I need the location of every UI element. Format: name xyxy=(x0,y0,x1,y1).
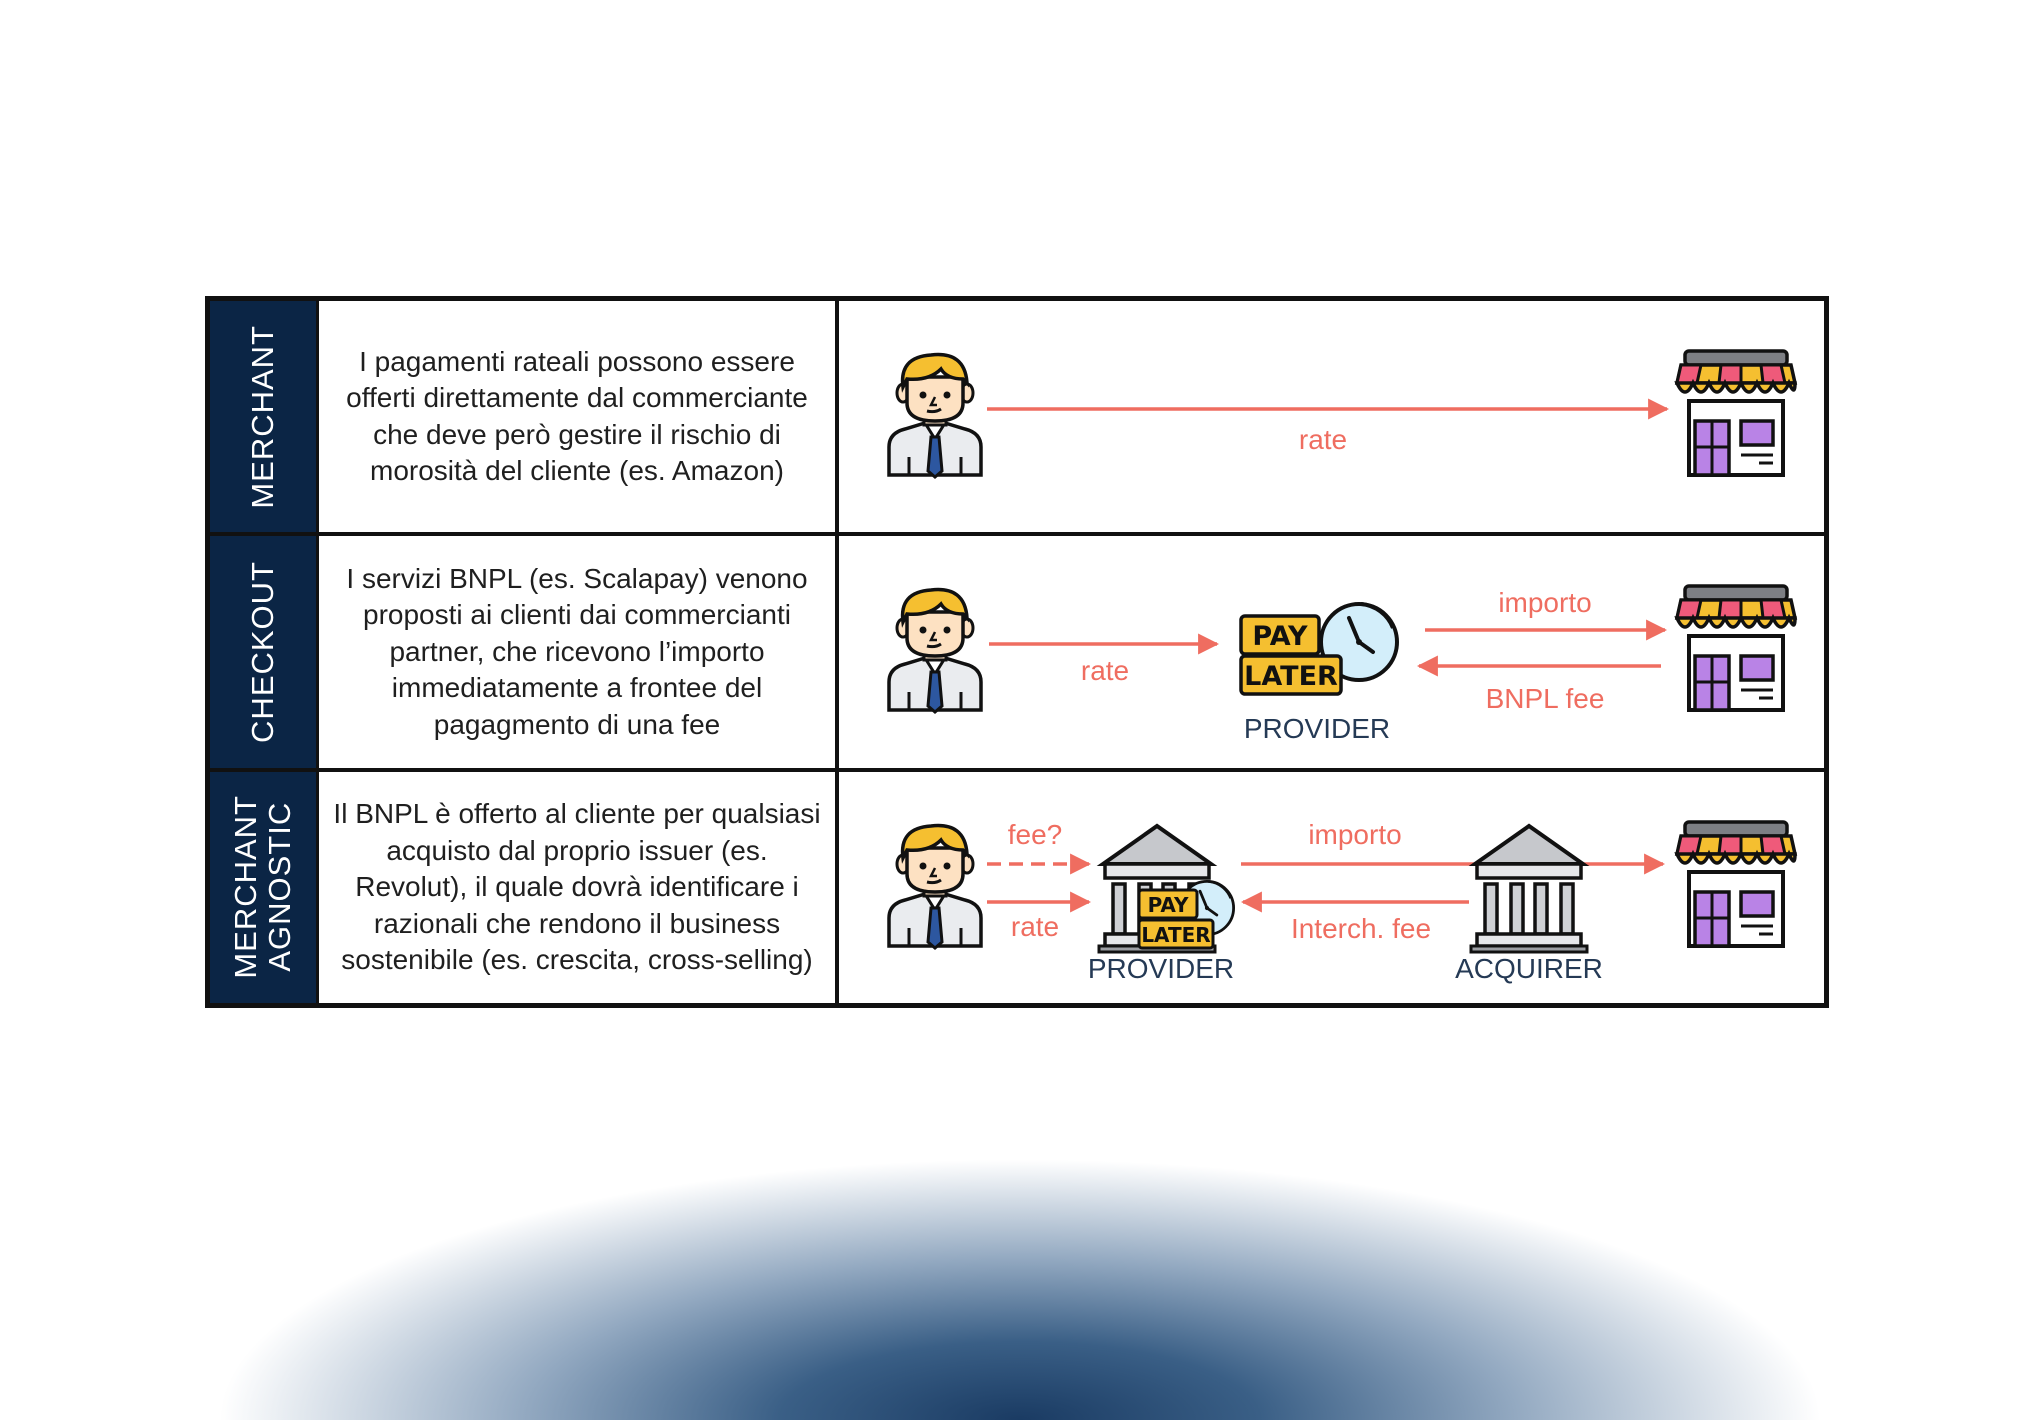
svg-text:LATER: LATER xyxy=(1141,923,1210,947)
paylater-icon: PAY LATER xyxy=(1239,602,1399,697)
row-label-merchant: MERCHANT xyxy=(210,301,316,533)
row-description-checkout: I servizi BNPL (es. Scalapay) venono pro… xyxy=(346,562,808,740)
background-glow xyxy=(220,1000,1820,1420)
col-divider xyxy=(835,301,839,533)
svg-text:PAY: PAY xyxy=(1148,893,1189,917)
diagram-merchant-agnostic: fee? rate PAY LATER PROVIDER importo Int… xyxy=(839,772,1824,1003)
flow-label: importo xyxy=(1498,587,1591,618)
diagram-merchant: rate xyxy=(839,301,1824,532)
flow-label: importo xyxy=(1308,819,1401,850)
row-description-merchant: I pagamenti rateali possono essere offer… xyxy=(346,345,808,487)
entity-label-provider: PROVIDER xyxy=(1088,953,1234,984)
col-divider xyxy=(835,536,839,768)
flow-label: Interch. fee xyxy=(1291,913,1431,944)
diagram-checkout-svg: rate PAY LATER PROVIDER importo BNPL fee xyxy=(887,584,1797,744)
flow-label: rate xyxy=(1299,424,1347,455)
diagram-checkout: rate PAY LATER PROVIDER importo BNPL fee xyxy=(839,536,1824,767)
entity-label-provider: PROVIDER xyxy=(1244,713,1390,744)
col-divider xyxy=(316,771,319,1003)
store-icon xyxy=(1675,584,1797,713)
bank-icon xyxy=(1469,823,1589,954)
diagram-merchant-svg: rate xyxy=(887,349,1797,479)
flow-label: fee? xyxy=(1008,819,1063,850)
customer-icon xyxy=(887,352,983,479)
customer-icon xyxy=(887,588,983,715)
store-icon xyxy=(1675,819,1797,948)
diagram-merchant-agnostic-svg: fee? rate PAY LATER PROVIDER importo Int… xyxy=(887,819,1797,984)
flow-label: rate xyxy=(1081,655,1129,686)
flow-label: rate xyxy=(1011,911,1059,942)
row-divider xyxy=(210,767,1824,772)
col-divider xyxy=(316,301,319,533)
flow-label: BNPL fee xyxy=(1486,683,1605,714)
paylater-icon: PAY LATER xyxy=(1137,879,1235,950)
customer-icon xyxy=(887,823,983,950)
svg-text:PAY: PAY xyxy=(1252,621,1308,652)
row-description-merchant-agnostic: Il BNPL è offerto al cliente per qualsia… xyxy=(333,798,821,976)
col-divider xyxy=(316,536,319,768)
row-divider xyxy=(210,532,1824,537)
store-icon xyxy=(1675,349,1797,477)
bnpl-models-table: MERCHANT I pagamenti rateali possono ess… xyxy=(205,296,1829,1008)
row-label-merchant-agnostic: MERCHANT AGNOSTIC xyxy=(210,771,316,1003)
col-divider xyxy=(835,771,839,1003)
row-label-checkout: CHECKOUT xyxy=(210,536,316,768)
entity-label-acquirer: ACQUIRER xyxy=(1455,953,1603,984)
svg-text:LATER: LATER xyxy=(1244,661,1338,692)
